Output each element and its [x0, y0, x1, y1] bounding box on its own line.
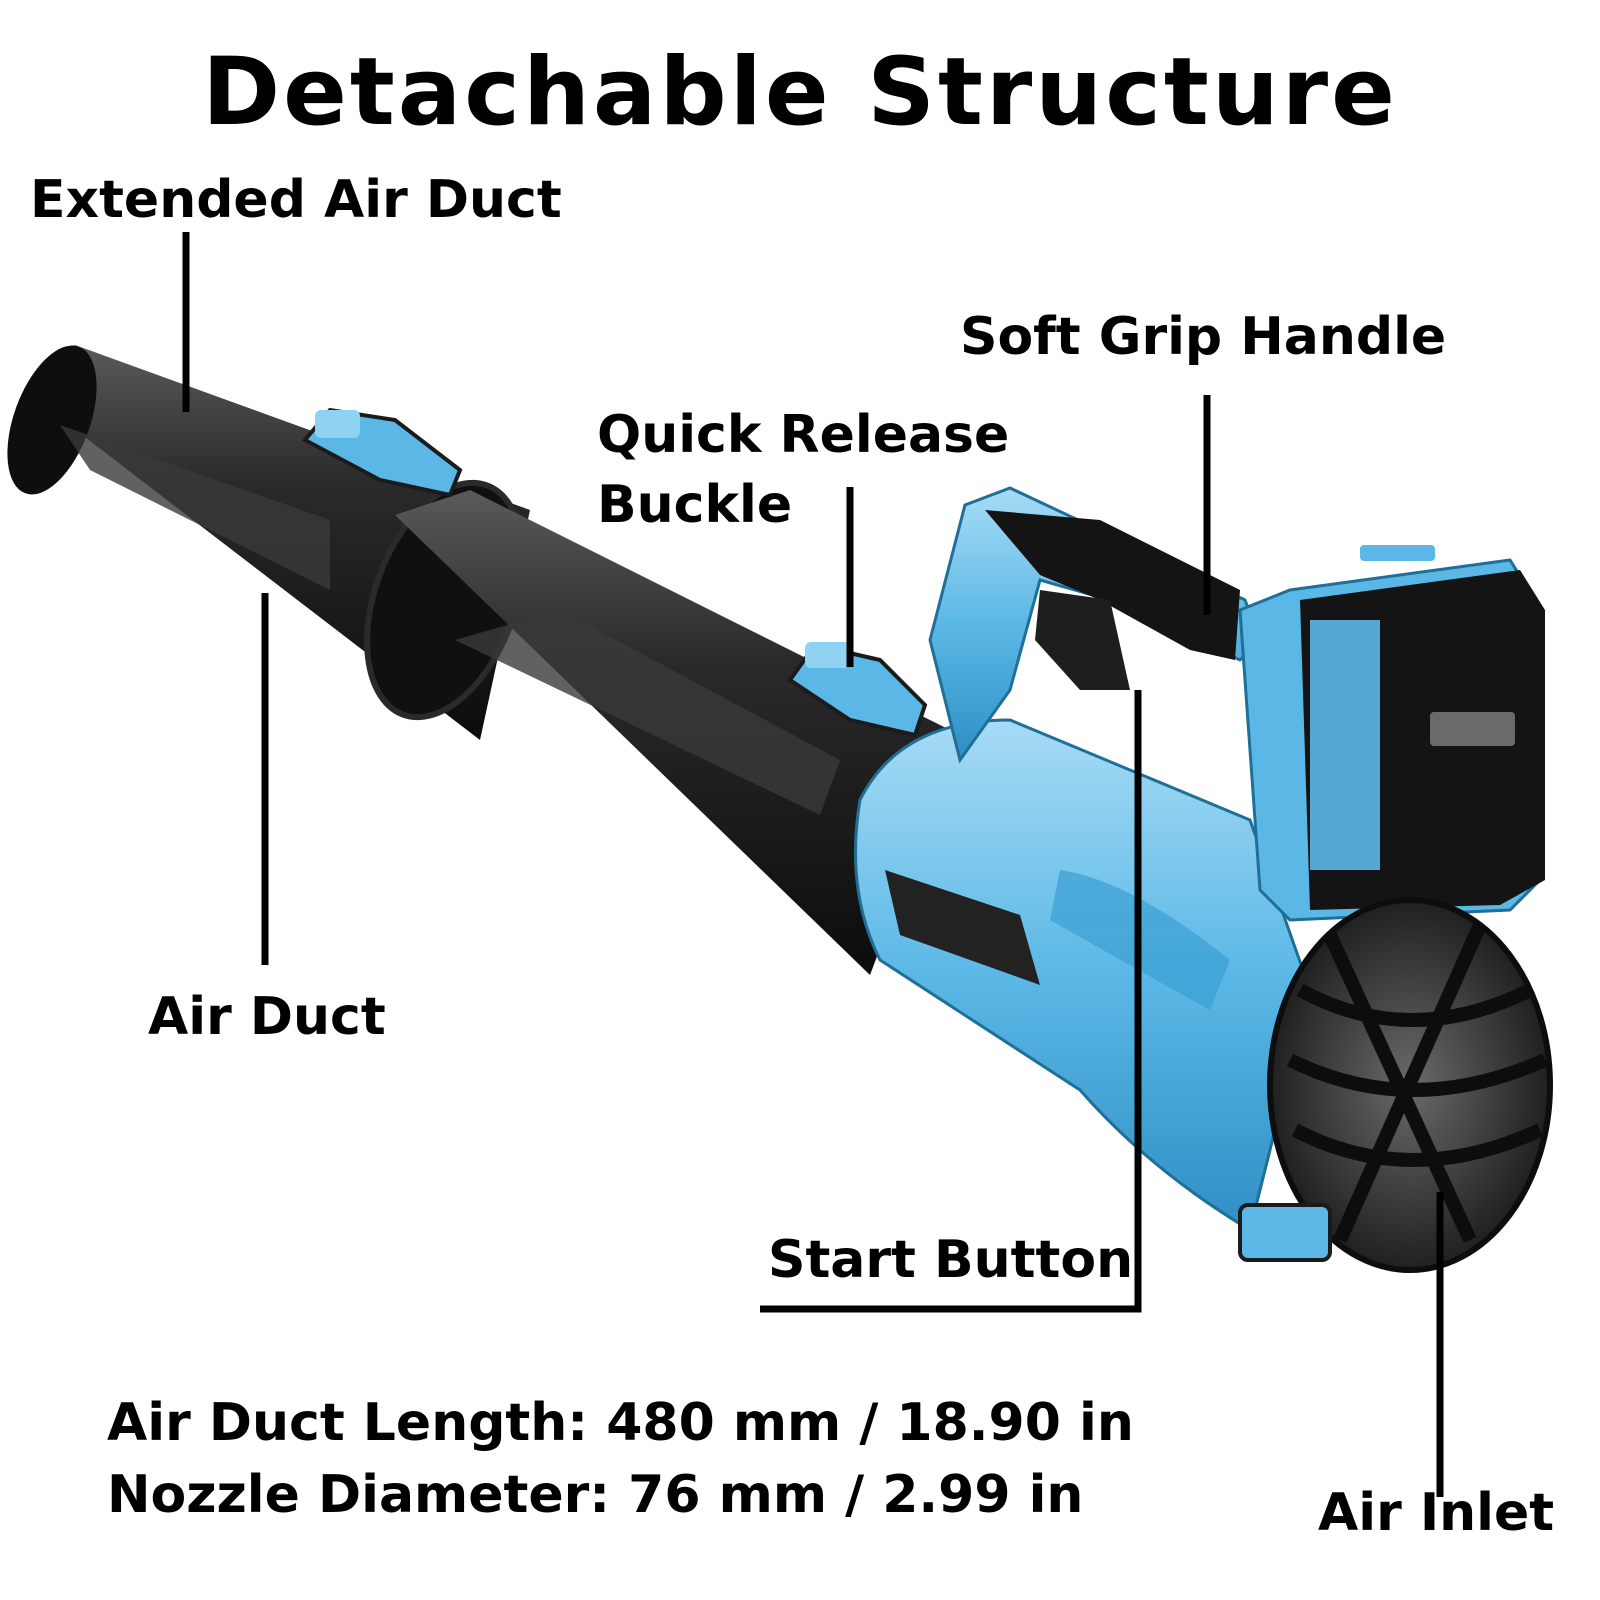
label-quick-release-line1: Quick Release	[597, 405, 1010, 465]
label-air-duct-text: Air Duct	[148, 987, 386, 1047]
blower-body	[854, 718, 1312, 1233]
label-soft-grip-handle: Soft Grip Handle	[960, 302, 1446, 372]
leader-start-button	[760, 690, 1142, 1313]
label-air-duct: Air Duct	[148, 982, 386, 1052]
label-quick-release-line2: Buckle	[597, 475, 793, 536]
spec-block: Air Duct Length: 480 mm / 18.90 in Nozzl…	[107, 1388, 1134, 1532]
label-quick-release-buckle: Quick Release Buckle	[597, 400, 1009, 540]
label-air-inlet: Air Inlet	[1318, 1478, 1554, 1548]
spec-nozzle-diameter: Nozzle Diameter: 76 mm / 2.99 in	[107, 1464, 1084, 1525]
label-soft-grip-handle-text: Soft Grip Handle	[960, 307, 1447, 367]
label-start-button: Start Button	[768, 1225, 1133, 1295]
label-start-button-text: Start Button	[768, 1230, 1134, 1290]
spec-duct-length: Air Duct Length: 480 mm / 18.90 in	[107, 1393, 1134, 1453]
quick-release-buckle-1	[301, 407, 463, 498]
soft-grip-handle-part	[928, 486, 1262, 764]
page-title: Detachable Structure	[202, 38, 1398, 147]
label-air-inlet-text: Air Inlet	[1318, 1483, 1555, 1543]
label-extended-air-duct-text: Extended Air Duct	[30, 170, 562, 230]
label-extended-air-duct: Extended Air Duct	[30, 165, 562, 235]
air-duct-part	[395, 490, 960, 975]
quick-release-buckle-2	[787, 642, 928, 738]
battery-pack	[1238, 545, 1545, 922]
leader-lines	[182, 232, 1444, 1497]
air-inlet-part	[1238, 897, 1553, 1273]
